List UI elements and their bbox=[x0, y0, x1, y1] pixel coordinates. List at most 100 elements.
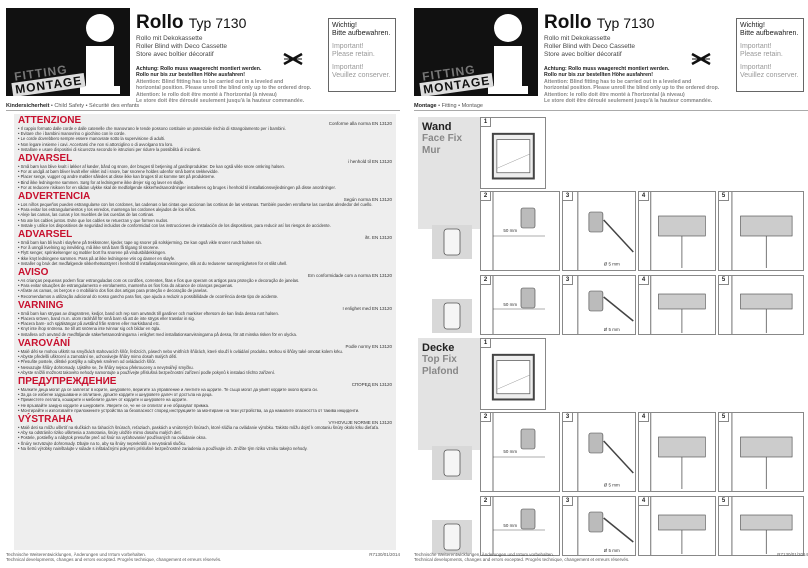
section-main: Kindersicherheit bbox=[6, 103, 50, 109]
step-number: 5 bbox=[719, 192, 729, 201]
bracket-image bbox=[432, 299, 472, 333]
guide-line bbox=[603, 219, 634, 253]
warning-line: • Los niños pequeños pueden estrangulars… bbox=[18, 202, 373, 208]
step-number: 3 bbox=[563, 192, 573, 201]
caution-fr-2: Le store doit être déroulé seulement jus… bbox=[136, 98, 305, 105]
step-panel: Ø 5 mm 3 bbox=[562, 496, 636, 556]
warning-title: ADVERTENCIA bbox=[18, 191, 91, 203]
caution-fr-2: Le store doit être déroulé seulement jus… bbox=[544, 98, 713, 105]
bracket-image bbox=[432, 446, 472, 480]
info-icon-serif bbox=[80, 86, 120, 94]
warning-norm: VYHOVUJE NORME EN 13120 bbox=[328, 419, 392, 425]
warning-line: • Installera och använd de medföljande s… bbox=[18, 331, 297, 337]
step-illustration bbox=[731, 192, 793, 270]
step-number: 4 bbox=[639, 276, 649, 285]
left-page: FITTING MONTAGE Rollo Typ 7130 Rollo mit… bbox=[6, 0, 400, 568]
step-illustration bbox=[731, 413, 793, 491]
warning-line: • Installare e usare dispositivi di sicu… bbox=[18, 146, 202, 152]
section-rest: • Fitting • Montage bbox=[436, 103, 483, 109]
warning-line: • Små barn kan strypas av dragsnören, ke… bbox=[18, 310, 279, 316]
step-number: 5 bbox=[719, 497, 729, 506]
step-panel: 4 bbox=[638, 191, 716, 271]
header-right: FITTING MONTAGE Rollo Typ 7130 Rollo mit… bbox=[414, 8, 808, 104]
warning-line: • Nesvazujte šňůry dohromady. Ujistěte s… bbox=[18, 364, 194, 370]
warning-line: • Přesuňte postele, dětské postýlky a ná… bbox=[18, 359, 156, 365]
step-number: 3 bbox=[563, 497, 573, 506]
bracket-illustration bbox=[443, 449, 461, 477]
level-warning-icon bbox=[691, 52, 711, 66]
warning-title: ATTENZIONE bbox=[18, 115, 82, 126]
wall-de: Wand bbox=[422, 121, 452, 133]
footer-line-2: Technical developments, changes and erro… bbox=[414, 557, 630, 562]
step-panel: Ø 5 mm 3 bbox=[562, 412, 636, 492]
step-panel: 1 bbox=[480, 338, 546, 410]
step-illustration: Ø 5 mm bbox=[577, 276, 634, 334]
keep-notice: Wichtig! Bitte aufbewahren. Important! P… bbox=[328, 18, 396, 92]
step-number: 4 bbox=[639, 192, 649, 201]
bracket-image bbox=[432, 520, 472, 554]
warning-line: • Afaste as camas, os berços e o mobiliá… bbox=[18, 288, 208, 294]
warning-line: • Placera barn- och spjälsängar på avstå… bbox=[18, 321, 161, 327]
caution-de-1: Achtung: Rollo muss waagerecht montiert … bbox=[544, 66, 670, 72]
dimension-label: Ø 5 mm bbox=[604, 327, 620, 332]
step-number: 4 bbox=[639, 413, 649, 422]
warning-line: • Bind ikke ledningerne sammen. Sørg for… bbox=[18, 179, 185, 185]
warning-norm: СПОРЕД EN 13120 bbox=[351, 381, 392, 387]
footer-code: R7130/01/2014 bbox=[369, 552, 400, 557]
step-illustration: Ø 5 mm bbox=[577, 192, 634, 270]
dimension-label: Ø 5 mm bbox=[604, 483, 620, 488]
product-type: Typ 7130 bbox=[596, 15, 655, 31]
step-illustration bbox=[650, 413, 706, 491]
warning-line: • Postele, postieľky a nábytok presuňte … bbox=[18, 435, 207, 441]
guide-line bbox=[496, 374, 530, 390]
step-illustration: 50 mm bbox=[492, 192, 545, 270]
caution-note: Achtung: Rollo muss waagerecht montiert … bbox=[136, 66, 326, 104]
keep-fr-1: Important! bbox=[332, 64, 364, 71]
step-panel: 1 bbox=[480, 117, 546, 189]
footer-code: R7130/01/2014 bbox=[777, 552, 808, 557]
caution-en-2: horizontal position. Please unroll the b… bbox=[544, 85, 720, 92]
dimension-label: Ø 5 mm bbox=[604, 548, 620, 553]
step-illustration bbox=[491, 353, 535, 401]
warning-line: • For at reducere risikoen for en sådan … bbox=[18, 184, 336, 190]
warning-line: • For å unngå kvelning og innvikling, må… bbox=[18, 245, 160, 251]
step-illustration bbox=[491, 132, 535, 180]
footer-line-1: Technische Weiterentwicklungen, Änderung… bbox=[414, 552, 554, 557]
warning-norm: Según norma EN 13120 bbox=[343, 197, 392, 203]
step-illustration bbox=[731, 497, 793, 555]
dimension-label: Ø 5 mm bbox=[604, 262, 620, 267]
warning-line: • Flytt senger, sprinkelsenger og møbler… bbox=[18, 250, 167, 256]
warning-line: • For at undgå at børn bliver kvalt elle… bbox=[18, 169, 219, 175]
step-number: 3 bbox=[563, 413, 573, 422]
keep-en-2: Please retain. bbox=[332, 51, 375, 58]
bracket-illustration bbox=[443, 228, 461, 256]
warning-line: • As crianças pequenas podem ficar estra… bbox=[18, 278, 300, 284]
step-panel: Ø 5 mm 3 bbox=[562, 191, 636, 271]
warning-line: • Installer og bruk det medfølgende sikk… bbox=[18, 260, 288, 266]
keep-de-2: Bitte aufbewahren. bbox=[332, 30, 391, 37]
footer: Technische Weiterentwicklungen, Änderung… bbox=[414, 552, 808, 562]
warning-line: • Aby sa odstránilo riziko uškrtenia a z… bbox=[18, 430, 182, 436]
warning-title: AVISO bbox=[18, 267, 49, 279]
step-illustration bbox=[731, 276, 793, 334]
warning-norm: i henhold til EN 13120 bbox=[347, 159, 392, 165]
step-illustration: 50 mm bbox=[492, 276, 545, 334]
step-panel: 4 bbox=[638, 412, 716, 492]
caution-en-1: Attention: Blind fitting has to be carri… bbox=[136, 78, 284, 85]
step-illustration bbox=[650, 192, 706, 270]
warning-norm: iht. EN 13120 bbox=[364, 235, 392, 241]
keep-fr-1: Important! bbox=[740, 64, 772, 71]
right-page: FITTING MONTAGE Rollo Typ 7130 Rollo mit… bbox=[414, 0, 808, 568]
warning-line: • Placer senge, vugger og andre møbler s… bbox=[18, 174, 216, 180]
step-panel: 5 bbox=[718, 412, 804, 492]
